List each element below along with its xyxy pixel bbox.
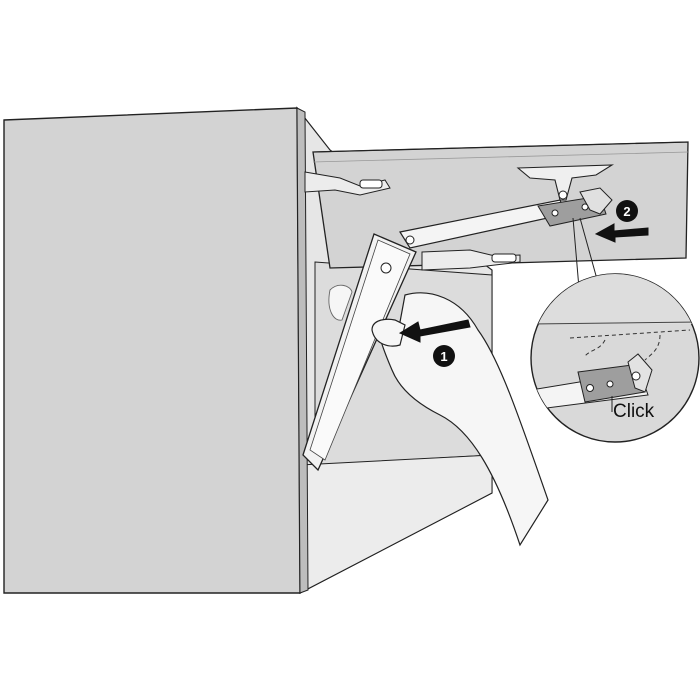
step2-number: 2 — [623, 204, 630, 219]
cabinet-side-panel — [3, 107, 301, 594]
step2-arrow — [594, 223, 649, 243]
housing-screw — [380, 262, 392, 274]
hinge-center — [421, 249, 521, 271]
hinge-left — [304, 171, 391, 196]
step1-number: 1 — [440, 349, 447, 364]
step1-arrow — [398, 319, 471, 343]
detail-callout: Click — [530, 273, 700, 443]
cabinet-side-edge — [296, 107, 309, 594]
step2-marker: 2 — [616, 200, 638, 222]
thumb — [371, 318, 406, 347]
cabinet-bottom — [299, 454, 493, 594]
mounting-screw — [558, 190, 568, 200]
arm-bracket — [537, 187, 613, 227]
lift-door-edge — [312, 141, 689, 153]
step1-marker: 1 — [433, 345, 455, 367]
door-mounting-plate — [516, 164, 615, 201]
click-label: Click — [613, 401, 655, 422]
hand — [377, 292, 549, 547]
